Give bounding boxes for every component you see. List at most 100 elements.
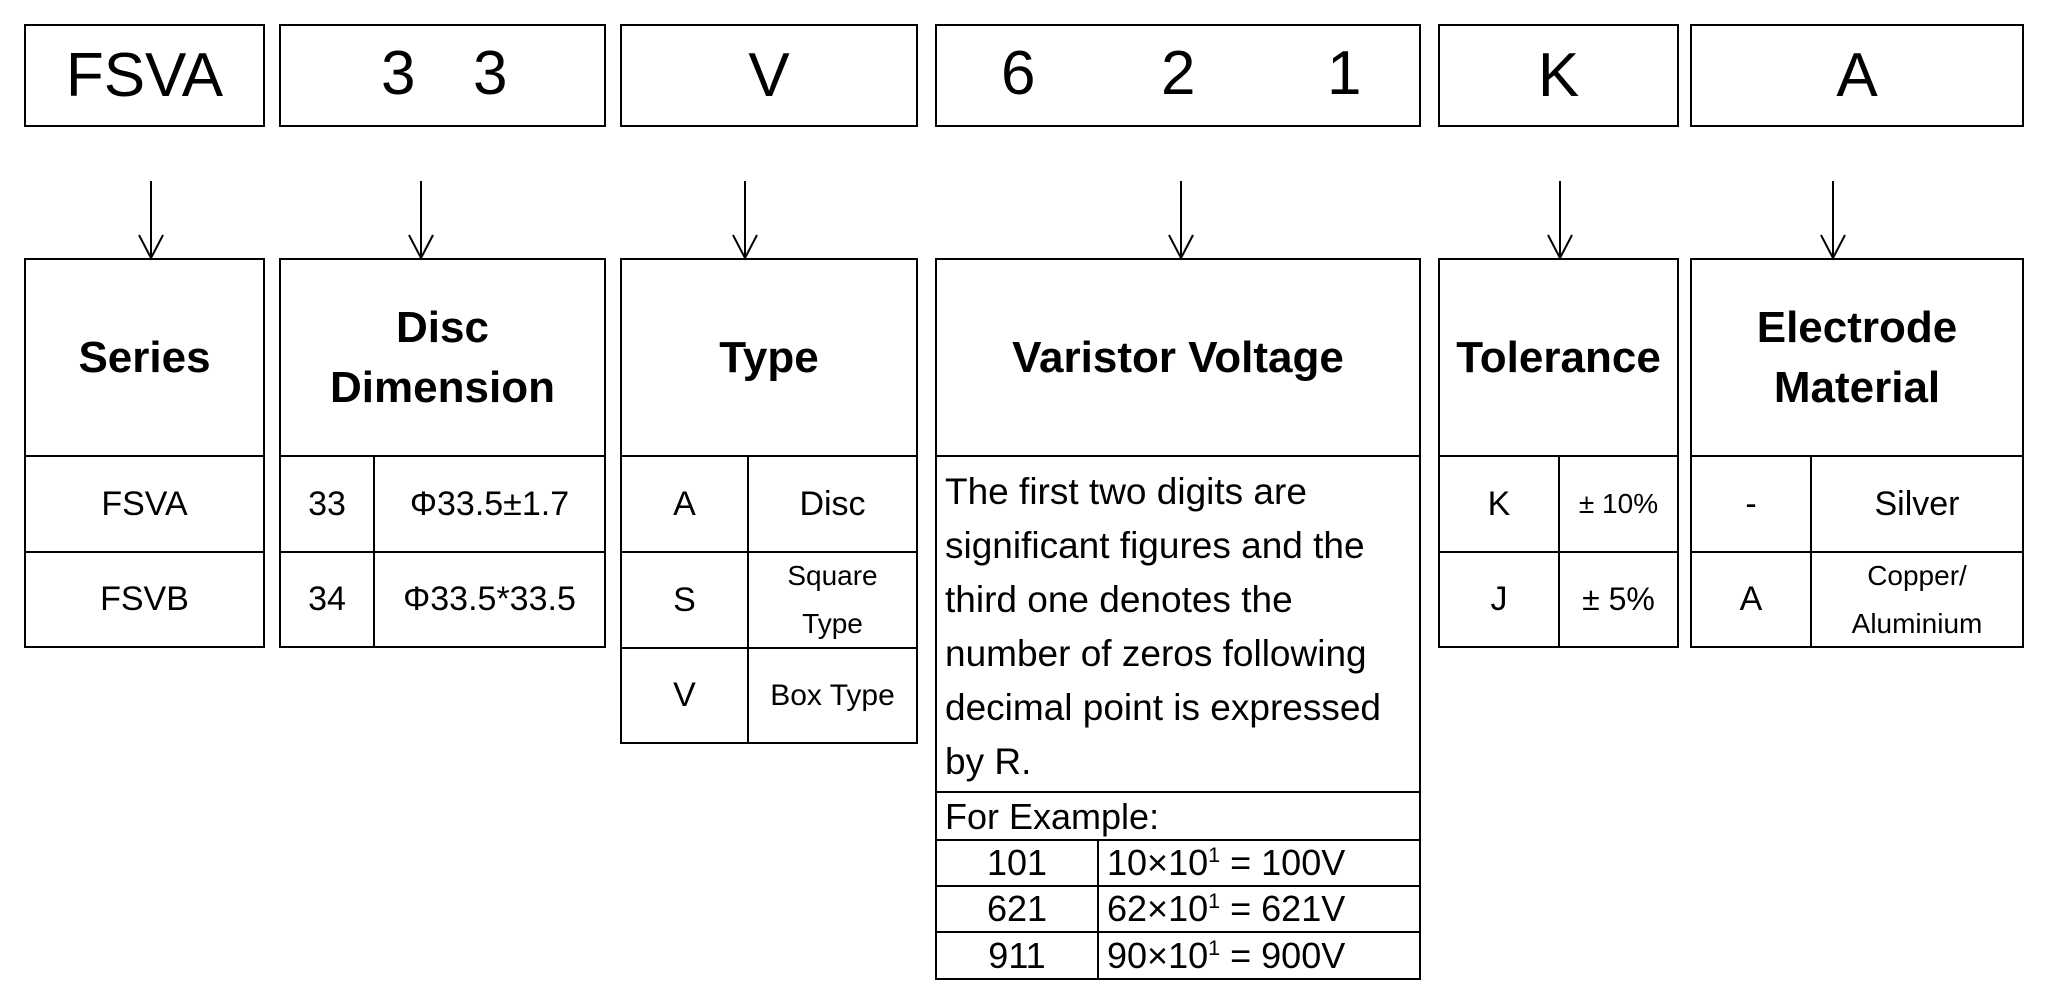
voltage-table: Varistor Voltage The first two digits ar… xyxy=(935,258,1421,980)
disc-table: Disc Dimension 33 Φ33.5±1.7 34 Φ33.5*33.… xyxy=(279,258,606,648)
disc-row-2-code: 34 xyxy=(281,553,373,646)
example-row-1-base: 10×10 xyxy=(1107,842,1209,883)
voltage-header: Varistor Voltage xyxy=(937,260,1419,455)
disc-row-2-value-label: Φ33.5*33.5 xyxy=(403,580,576,618)
code-voltage-digit-3: 1 xyxy=(1327,39,1362,108)
electrode-row-1-code-label: - xyxy=(1745,484,1757,523)
code-series: FSVA xyxy=(65,41,224,110)
code-disc-digit-2: 3 xyxy=(473,39,508,108)
tolerance-header-label: Tolerance xyxy=(1456,332,1661,382)
example-row-2-code-label: 621 xyxy=(986,888,1048,929)
type-row-2-code: S xyxy=(622,553,747,647)
example-row-2-value: 62×101 = 621V xyxy=(1107,887,1417,931)
type-table: Type A Disc S Square Type V Box Type xyxy=(620,258,918,744)
example-row-3-base: 90×10 xyxy=(1107,935,1209,976)
series-header: Series xyxy=(26,260,263,455)
code-box-tolerance: K xyxy=(1438,24,1679,127)
code-box-series: FSVA xyxy=(24,24,265,127)
tolerance-header: Tolerance xyxy=(1440,260,1677,455)
example-row-1-exp: 1 xyxy=(1208,842,1221,867)
voltage-desc-line-3: third one denotes the xyxy=(945,579,1293,620)
tolerance-row-2-code-label: J xyxy=(1490,580,1508,618)
voltage-desc-line-4: number of zeros following xyxy=(945,633,1367,674)
disc-row-1-value: Φ33.5±1.7 xyxy=(375,457,604,551)
tolerance-table: Tolerance K ± 10% J ± 5% xyxy=(1438,258,1679,648)
voltage-desc-line-6: by R. xyxy=(945,741,1032,782)
type-row-1-value-label: Disc xyxy=(799,484,866,523)
disc-header: Disc Dimension xyxy=(281,260,604,455)
example-row-1-code-label: 101 xyxy=(986,842,1048,883)
series-row-2-label: FSVB xyxy=(100,580,189,618)
voltage-desc-line-1: The first two digits are xyxy=(945,471,1307,512)
type-row-2-value: Square Type xyxy=(749,553,916,647)
type-row-3-code-label: V xyxy=(673,676,696,714)
electrode-table: Electrode Material - Silver A Copper/ Al… xyxy=(1690,258,2024,648)
voltage-description: The first two digits are significant fig… xyxy=(937,457,1419,791)
example-row-3-code: 911 xyxy=(937,933,1097,978)
arrow-tolerance xyxy=(1547,181,1573,261)
example-row-2-result: = 621V xyxy=(1220,888,1346,929)
series-row-1-label: FSVA xyxy=(101,484,188,523)
disc-header-line-1: Disc xyxy=(396,302,489,352)
disc-row-1-code: 33 xyxy=(281,457,373,551)
code-box-disc: 3 3 xyxy=(279,24,606,127)
tolerance-row-2-value-label: ± 5% xyxy=(1582,581,1655,617)
type-row-3-value-label: Box Type xyxy=(770,678,895,712)
tolerance-row-1-value: ± 10% xyxy=(1560,457,1677,551)
code-box-voltage: 6 2 1 xyxy=(935,24,1421,127)
disc-row-2-value: Φ33.5*33.5 xyxy=(375,553,604,646)
electrode-row-1-code: - xyxy=(1692,457,1810,551)
type-row-1-code-label: A xyxy=(673,484,696,523)
voltage-desc-line-5: decimal point is expressed xyxy=(945,687,1381,728)
type-row-1-value: Disc xyxy=(749,457,916,551)
example-row-3-value: 90×101 = 900V xyxy=(1107,933,1417,978)
type-row-3-code: V xyxy=(622,649,747,742)
example-row-2-exp: 1 xyxy=(1208,888,1221,913)
tolerance-row-1-value-label: ± 10% xyxy=(1578,488,1659,519)
type-header: Type xyxy=(622,260,916,455)
series-table: Series FSVA FSVB xyxy=(24,258,265,648)
example-row-3-result: = 900V xyxy=(1220,935,1346,976)
arrow-type xyxy=(732,181,758,261)
electrode-row-1-value-label: Silver xyxy=(1874,484,1960,523)
tolerance-row-1-code-label: K xyxy=(1487,484,1511,523)
electrode-header-line-2: Material xyxy=(1773,362,1941,412)
electrode-header-line-1: Electrode xyxy=(1756,302,1958,352)
example-row-1-code: 101 xyxy=(937,841,1097,885)
electrode-row-2-value-line-1: Copper/ xyxy=(1867,559,1967,591)
arrow-electrode xyxy=(1820,181,1846,261)
electrode-row-2-value-line-2: Aluminium xyxy=(1851,607,1983,639)
code-box-electrode: A xyxy=(1690,24,2024,127)
electrode-row-2-value: Copper/ Aluminium xyxy=(1812,553,2022,646)
example-label-text: For Example: xyxy=(945,796,1160,837)
example-row-2-base: 62×10 xyxy=(1107,888,1209,929)
code-voltage-digit-1: 6 xyxy=(1001,39,1036,108)
voltage-header-label: Varistor Voltage xyxy=(1012,332,1344,382)
type-row-1-code: A xyxy=(622,457,747,551)
type-header-label: Type xyxy=(719,332,819,382)
series-header-label: Series xyxy=(78,332,211,382)
voltage-desc-line-2: significant figures and the xyxy=(945,525,1365,566)
code-electrode: A xyxy=(1836,41,1878,110)
example-label: For Example: xyxy=(945,797,1159,837)
electrode-header: Electrode Material xyxy=(1692,260,2022,455)
series-row-2: FSVB xyxy=(26,553,263,646)
disc-row-2-code-label: 34 xyxy=(308,580,346,618)
code-box-type: V xyxy=(620,24,918,127)
tolerance-row-1-code: K xyxy=(1440,457,1558,551)
code-disc-digit-1: 3 xyxy=(381,39,416,108)
code-tolerance: K xyxy=(1537,41,1580,110)
disc-row-1-value-label: Φ33.5±1.7 xyxy=(409,484,570,523)
electrode-row-1-value: Silver xyxy=(1812,457,2022,551)
example-row-3-code-label: 911 xyxy=(988,934,1046,976)
series-row-1: FSVA xyxy=(26,457,263,551)
example-row-1-result: = 100V xyxy=(1220,842,1346,883)
tolerance-row-2-value: ± 5% xyxy=(1560,553,1677,646)
disc-header-line-2: Dimension xyxy=(330,362,555,412)
type-row-2-value-line-1: Square xyxy=(787,560,878,591)
tolerance-row-2-code: J xyxy=(1440,553,1558,646)
type-row-3-value: Box Type xyxy=(749,649,916,742)
type-row-2-code-label: S xyxy=(673,580,696,619)
arrow-series xyxy=(138,181,164,261)
disc-row-1-code-label: 33 xyxy=(308,484,346,523)
